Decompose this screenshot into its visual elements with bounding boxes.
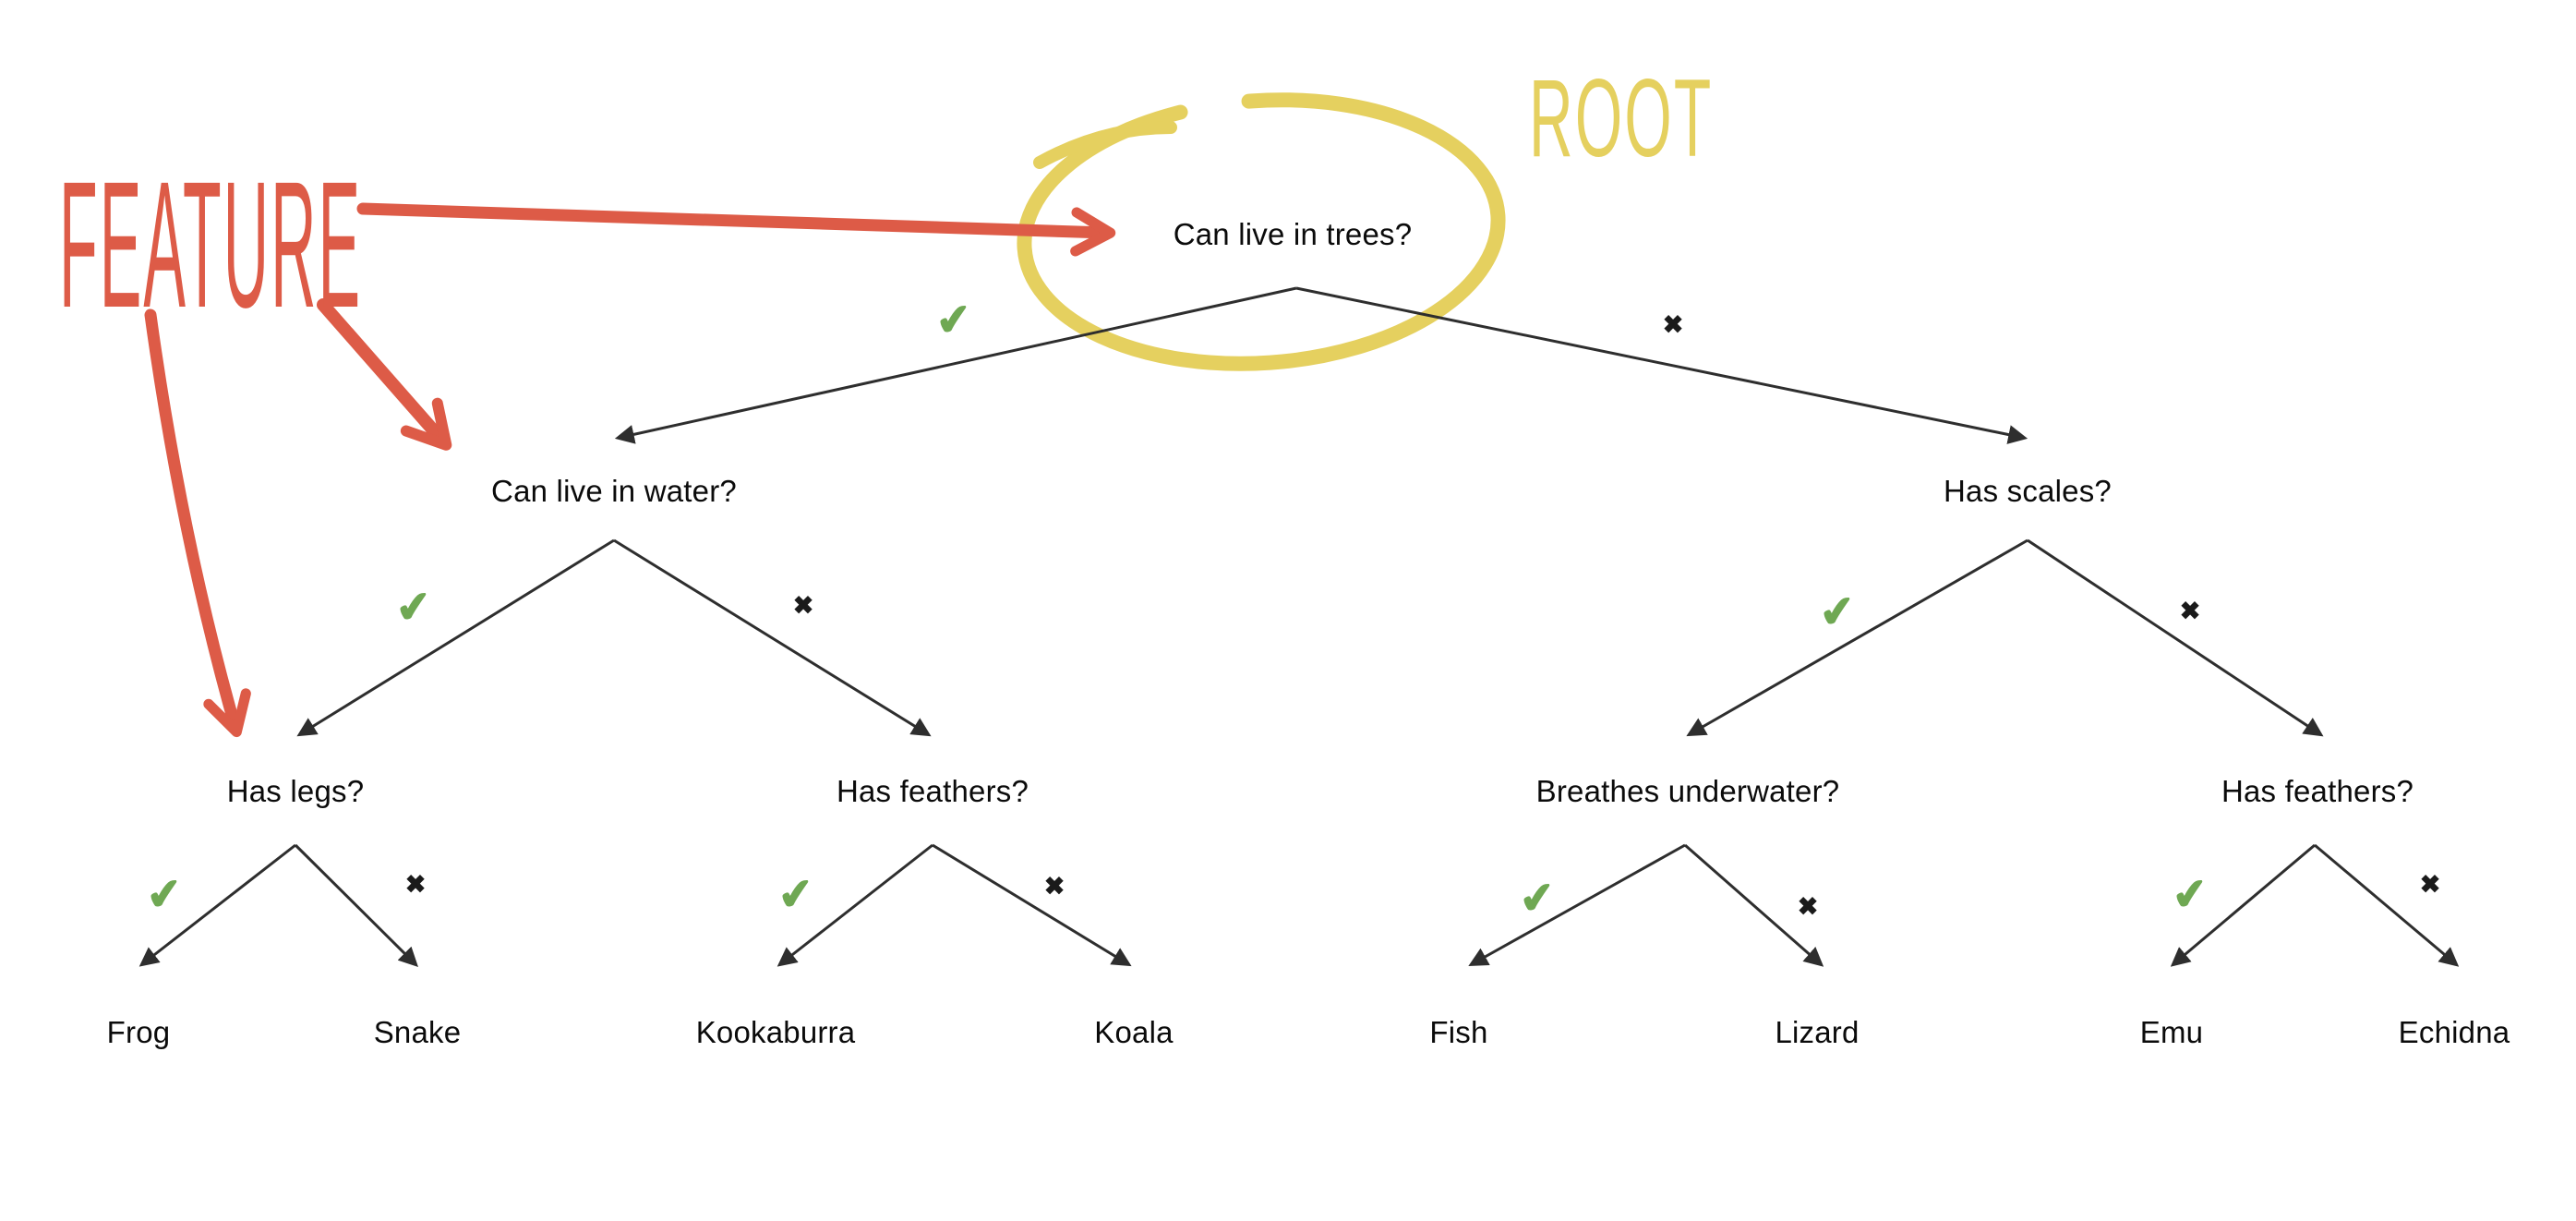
node-has-feathers-left: Has feathers? <box>836 774 1029 808</box>
no-cross-icon: ✖ <box>1043 872 1065 901</box>
tree-edge <box>2314 843 2460 967</box>
no-cross-icon: ✖ <box>2179 597 2201 625</box>
feature-arrow-to-legs-node <box>144 308 251 738</box>
no-cross-icon: ✖ <box>792 591 814 620</box>
leaf-echidna: Echidna <box>2398 1015 2510 1049</box>
leaf-emu: Emu <box>2139 1015 2204 1049</box>
yes-check-icon: ✔ <box>393 581 434 633</box>
node-has-feathers-right: Has feathers? <box>2221 774 2414 808</box>
yes-check-icon: ✔ <box>2170 868 2210 920</box>
no-cross-icon: ✖ <box>1662 310 1684 339</box>
tree-edge <box>613 538 932 737</box>
leaf-frog: Frog <box>106 1015 171 1049</box>
tree-edge <box>1468 843 1686 967</box>
no-cross-icon: ✖ <box>404 870 427 899</box>
tree-edge <box>2027 538 2324 737</box>
leaf-fish: Fish <box>1429 1015 1488 1049</box>
yes-check-icon: ✔ <box>776 868 816 920</box>
tree-edge <box>2170 843 2316 967</box>
no-cross-icon: ✖ <box>2419 870 2441 899</box>
tree-edge <box>1295 286 2028 444</box>
tree-edge <box>1684 843 1824 967</box>
tree-edge <box>138 843 296 967</box>
leaf-snake: Snake <box>373 1015 462 1049</box>
tree-edge <box>1686 538 2028 737</box>
yes-check-icon: ✔ <box>933 294 974 345</box>
tree-edge <box>932 843 1132 967</box>
leaf-kookaburra: Kookaburra <box>695 1015 856 1049</box>
yes-check-icon: ✔ <box>1817 586 1858 637</box>
node-has-legs: Has legs? <box>226 774 365 808</box>
yes-check-icon: ✔ <box>1517 872 1558 924</box>
yes-check-icon: ✔ <box>144 868 185 920</box>
feature-arrow-to-root <box>356 202 1116 257</box>
annotation-root: ROOT <box>1529 56 1714 180</box>
tree-edge <box>776 843 933 967</box>
leaf-koala: Koala <box>1094 1015 1174 1049</box>
node-can-live-in-water: Can live in water? <box>491 474 737 508</box>
tree-edge <box>296 538 615 737</box>
annotation-feature: FEATURE <box>59 144 363 345</box>
node-breathes-underwater: Breathes underwater? <box>1535 774 1840 808</box>
no-cross-icon: ✖ <box>1797 892 1819 921</box>
node-has-scales: Has scales? <box>1944 474 2112 508</box>
root-node: Can live in trees? <box>1173 217 1413 251</box>
tree-edge <box>614 286 1297 444</box>
tree-edge <box>294 843 418 967</box>
feature-arrow-to-water-node <box>317 298 452 451</box>
leaf-lizard: Lizard <box>1775 1015 1860 1049</box>
root-circle-annotation <box>1017 92 1506 371</box>
